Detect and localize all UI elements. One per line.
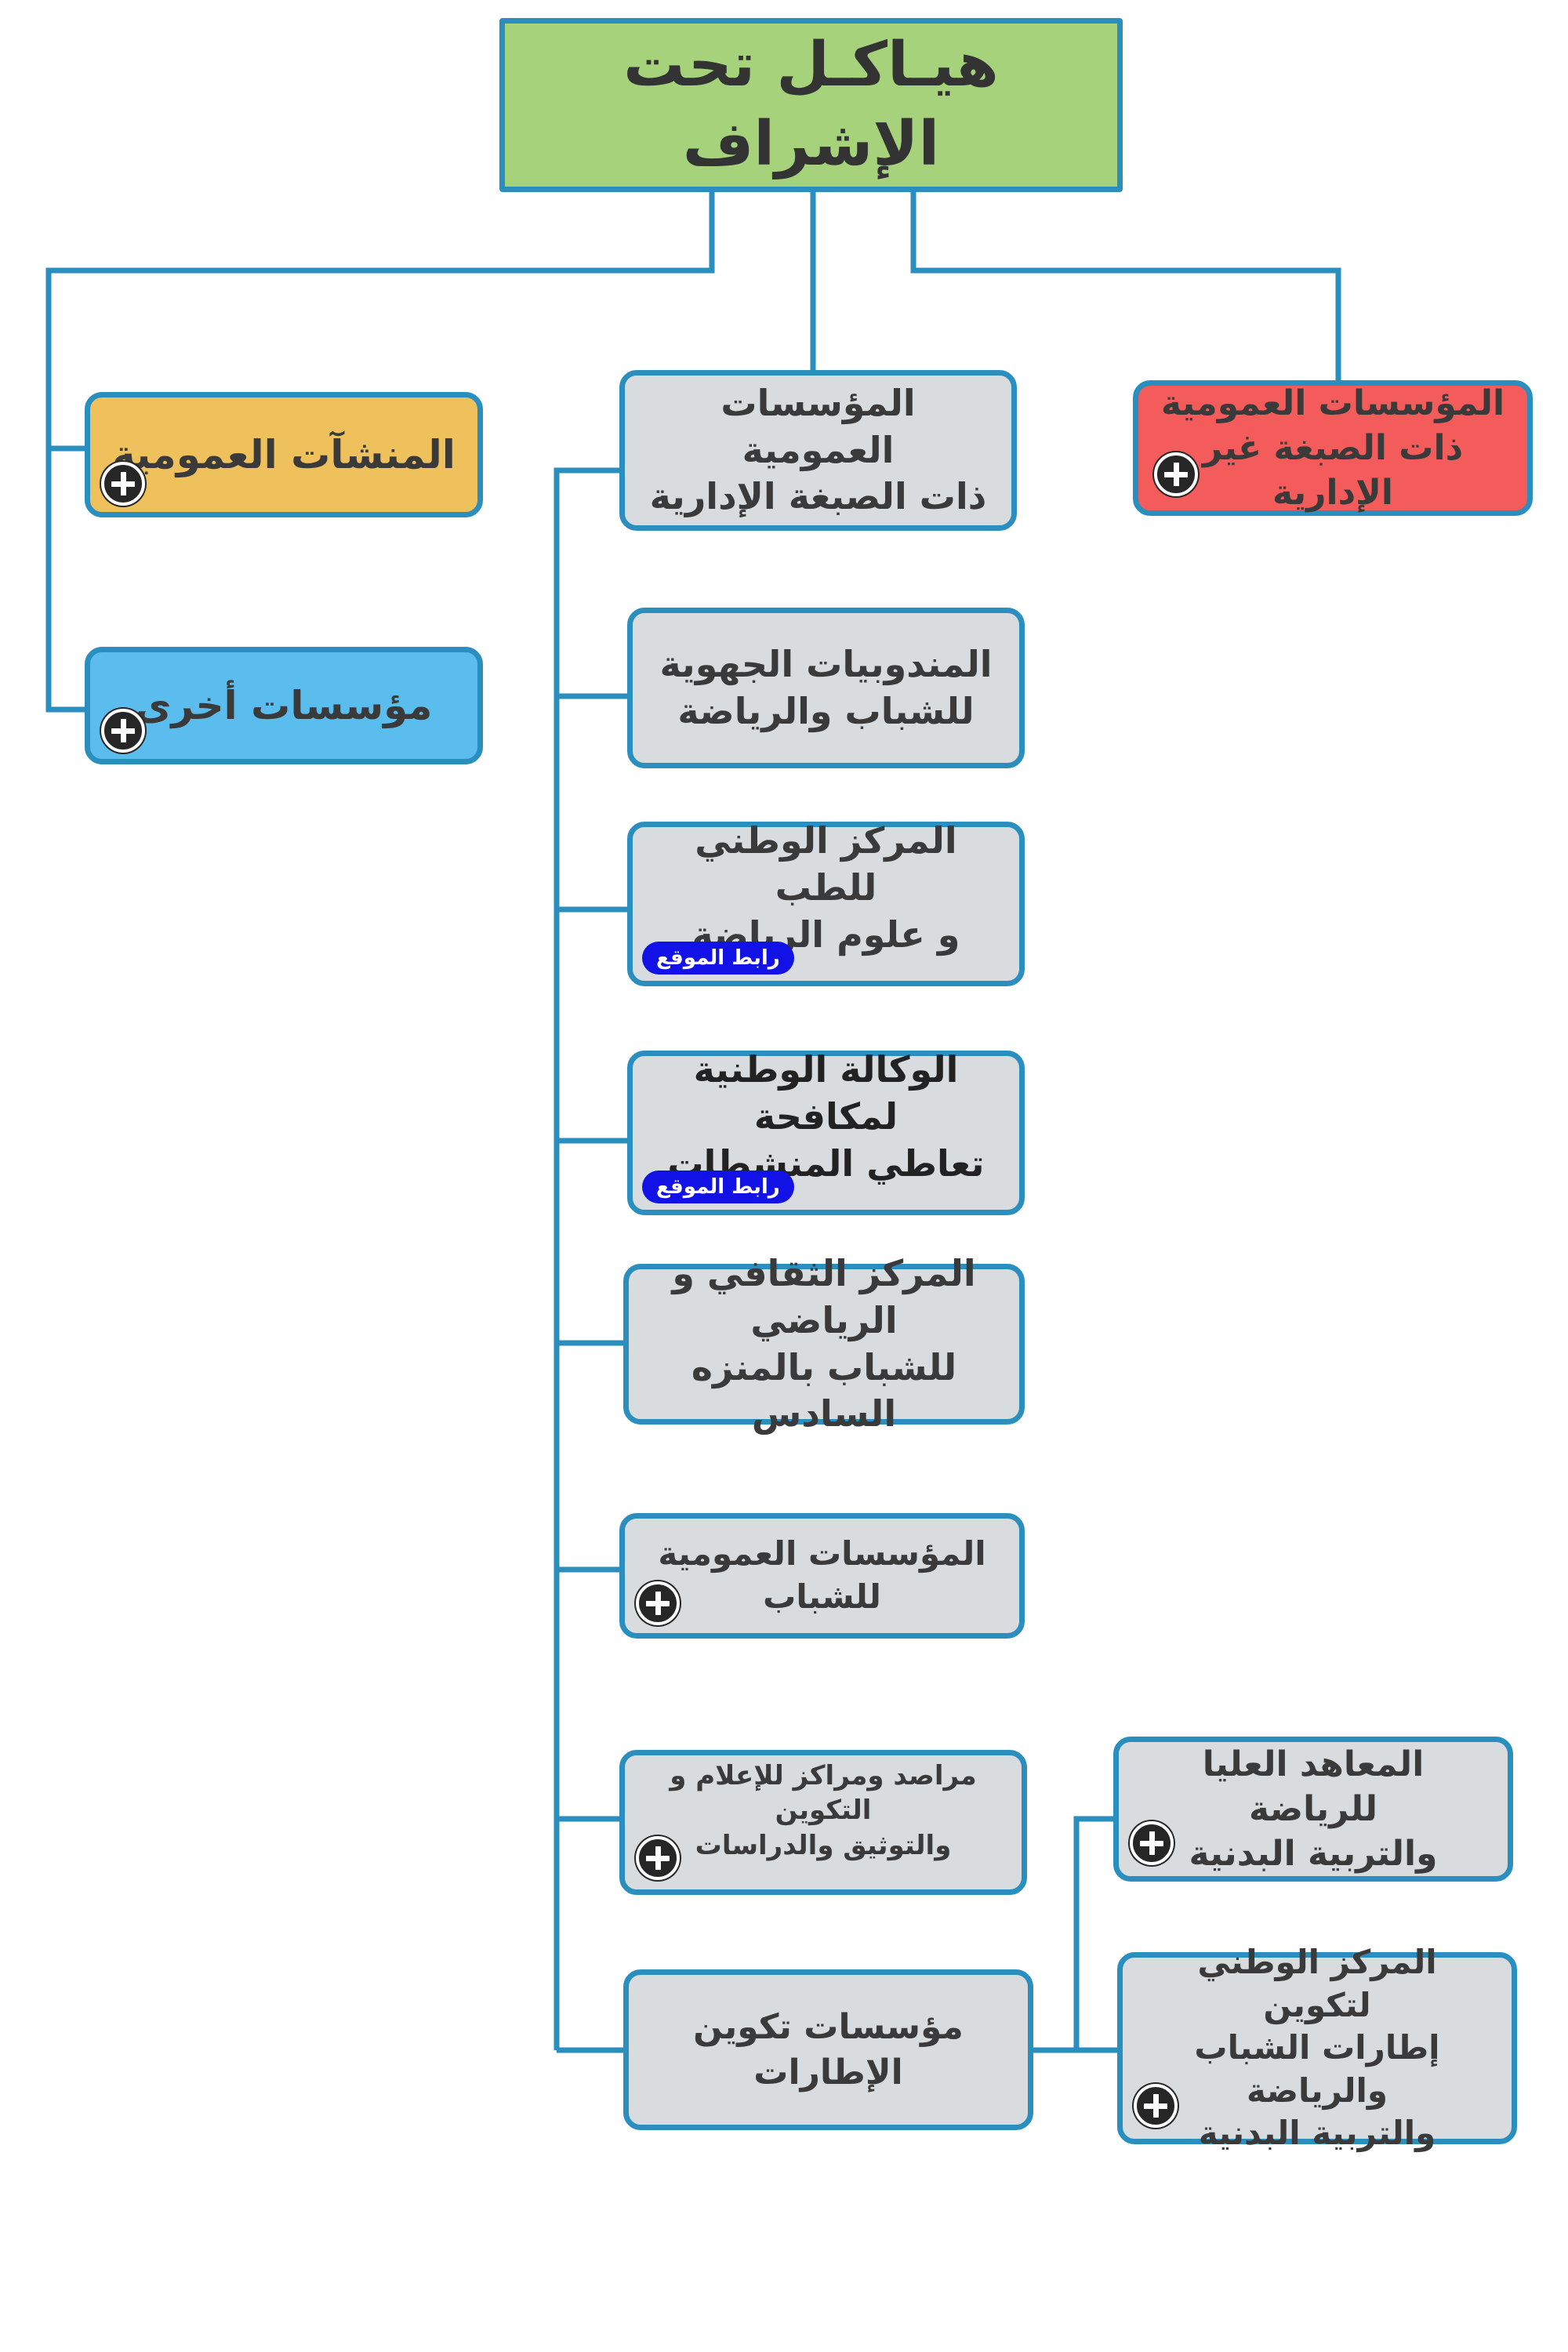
- plus-circle-icon[interactable]: [636, 1836, 680, 1880]
- node-anti-doping-agency[interactable]: الوكالة الوطنية لمكافحة تعاطي المنشطات ر…: [627, 1048, 1025, 1215]
- node-label: مراصد ومراكز للإعلام و التكوين والتوثيق …: [670, 1760, 977, 1861]
- node-label: المركز الوطني للطب و علوم الرياضة: [691, 819, 960, 956]
- node-label: المؤسسات العمومية ذات الصبغة غير الإداري…: [1160, 383, 1505, 514]
- node-other-institutions[interactable]: مؤسسات أخرى: [85, 647, 483, 764]
- plus-circle-icon[interactable]: [1134, 2084, 1178, 2128]
- node-cultural-sports-center[interactable]: المركز الثقافي و الرياضي للشباب بالمنزه …: [623, 1252, 1025, 1435]
- connector-root-right: [910, 190, 1341, 383]
- node-label: المركز الوطني لتكوين إطارات الشباب والري…: [1194, 1943, 1440, 2153]
- node-observatories-centers[interactable]: مراصد ومراكز للإعلام و التكوين والتوثيق …: [619, 1750, 1027, 1895]
- node-non-admin-institutions[interactable]: المؤسسات العمومية ذات الصبغة غير الإداري…: [1133, 380, 1533, 516]
- node-national-sports-medicine-center[interactable]: المركز الوطني للطب و علوم الرياضة رابط ا…: [627, 819, 1025, 986]
- plus-circle-icon[interactable]: [101, 709, 145, 753]
- node-national-training-center[interactable]: المركز الوطني لتكوين إطارات الشباب والري…: [1117, 1943, 1517, 2152]
- node-regional-delegations[interactable]: المندوبيات الجهوية للشباب والرياضة: [627, 608, 1025, 768]
- node-label: المندوبيات الجهوية للشباب والرياضة: [659, 642, 993, 732]
- node-label: المؤسسات العمومية ذات الصبغة الإدارية: [649, 381, 987, 518]
- plus-circle-icon[interactable]: [636, 1581, 680, 1625]
- website-link[interactable]: رابط الموقع: [642, 942, 794, 975]
- node-label: المركز الثقافي و الرياضي للشباب بالمنزه …: [672, 1251, 976, 1436]
- node-higher-institutes[interactable]: المعاهد العليا للرياضة والتربية البدنية: [1113, 1737, 1513, 1882]
- connector-training-trunk: [1033, 1816, 1113, 2053]
- website-link[interactable]: رابط الموقع: [642, 1171, 794, 1203]
- node-label: المعاهد العليا للرياضة والتربية البدنية: [1189, 1744, 1438, 1875]
- root-title: هيـاكـل تحت الإشراف: [623, 29, 999, 180]
- plus-circle-icon[interactable]: [1130, 1821, 1174, 1865]
- node-label: مؤسسات تكوين الإطارات: [693, 2007, 964, 2092]
- connector-root-left: [45, 190, 715, 713]
- node-label: المنشآت العمومية: [112, 431, 456, 477]
- root-title-box: هيـاكـل تحت الإشراف: [499, 18, 1123, 192]
- node-admin-institutions[interactable]: المؤسسات العمومية ذات الصبغة الإدارية: [619, 370, 1017, 531]
- connector-center-trunk: [554, 467, 619, 2050]
- node-public-youth-institutions[interactable]: المؤسسات العمومية للشباب: [619, 1513, 1025, 1639]
- node-label: الوكالة الوطنية لمكافحة تعاطي المنشطات: [667, 1048, 985, 1185]
- plus-circle-icon[interactable]: [1154, 452, 1198, 496]
- plus-circle-icon[interactable]: [101, 462, 145, 506]
- node-label: مؤسسات أخرى: [135, 682, 433, 728]
- node-label: المؤسسات العمومية للشباب: [658, 1534, 986, 1616]
- node-training-institutions[interactable]: مؤسسات تكوين الإطارات: [623, 1969, 1033, 2130]
- node-public-facilities[interactable]: المنشآت العمومية: [85, 392, 483, 517]
